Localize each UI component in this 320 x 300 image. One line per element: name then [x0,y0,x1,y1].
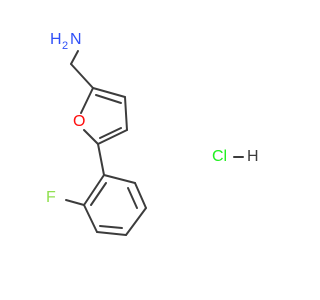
amine-nitrogen-label: N [70,31,82,48]
bond-ph4-ph5 [96,231,127,236]
bond-o-c2 [80,87,94,114]
bond-c3-c4 [124,96,128,131]
fluorine-label: F [46,189,56,206]
bond-c2-c3 [92,87,126,98]
chlorine-label: Cl [212,148,227,165]
bond-ph5-ph6 [83,204,98,233]
structure-canvas: H 2 N O F Cl H [46,31,259,236]
bond-ph3-ph4 [125,207,147,236]
molecule-drawing: H 2 N O F Cl H [46,31,259,236]
bond-ph1-ph2 [103,174,136,184]
bond-furan-phenyl [97,143,105,176]
amine-hydrogen-label: H [50,31,62,48]
bond-c-f [65,199,85,206]
bond-ch2-furan [70,63,94,89]
bond-c4-c5 [97,129,128,145]
bond-c2-c3-inner [95,94,122,104]
bond-ph2-ph3-inner [127,187,138,209]
bond-n-ch2 [70,50,79,65]
bond-ph4-ph5-inner [99,225,123,229]
bond-ph6-ph1 [83,174,105,206]
bond-c5-o [83,129,99,145]
amine-hydrogen-count: 2 [62,40,68,52]
bond-c4-c5-inner [99,127,122,139]
bond-ph6-ph1-inner [90,182,107,206]
salt-hydrogen-label: H [247,148,259,165]
bond-ph2-ph3 [134,182,147,209]
ring-oxygen-label: O [73,113,85,130]
